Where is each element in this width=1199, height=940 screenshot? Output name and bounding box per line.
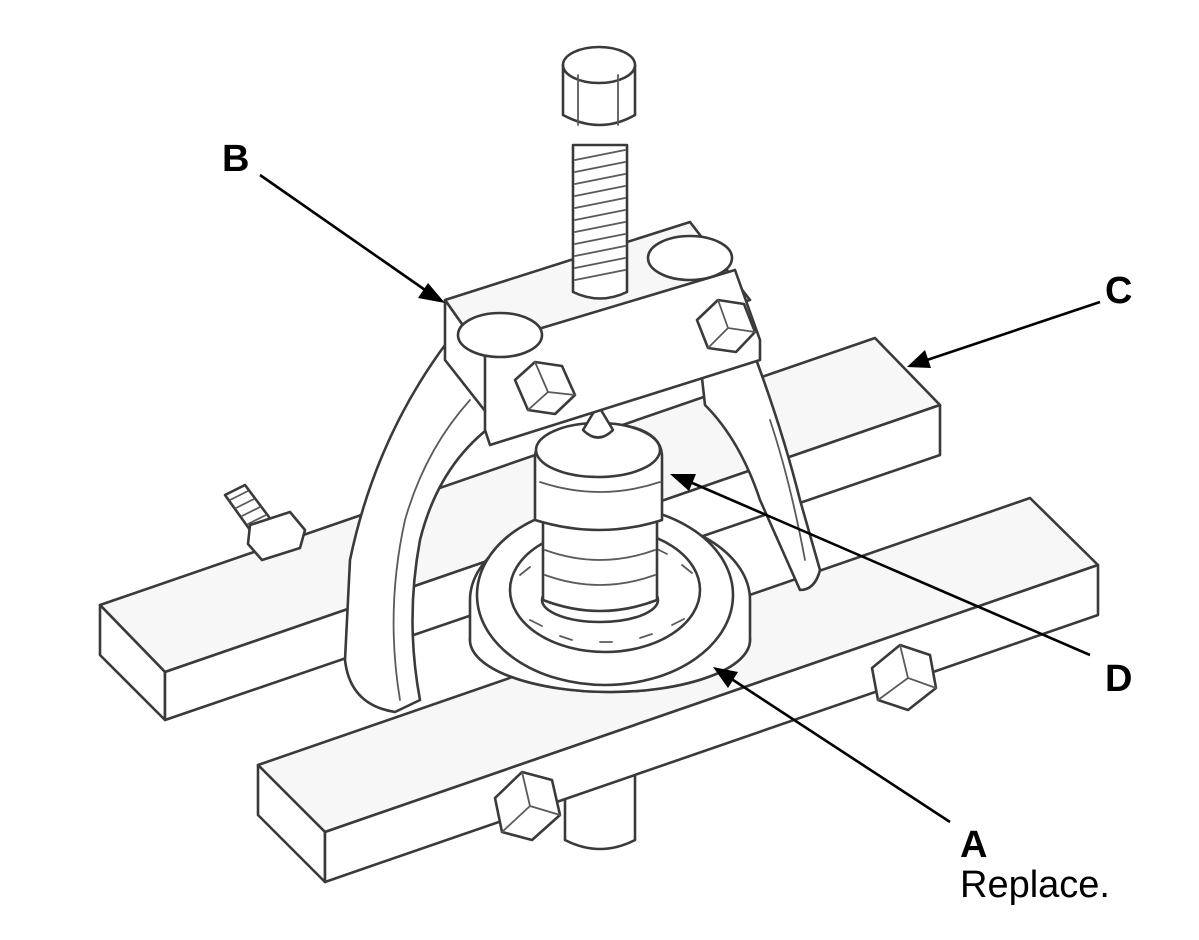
callout-label-d: D [1105, 658, 1133, 700]
callout-note-a: Replace. [960, 864, 1110, 906]
callout-label-b: B [222, 138, 250, 180]
crosshead-bolt-left [513, 360, 577, 416]
leader-c [907, 300, 1101, 368]
crosshead-bolt-right [695, 298, 757, 354]
front-nut-left [493, 770, 562, 842]
leader-d [670, 474, 1091, 657]
rear-bolt-left [223, 483, 307, 562]
callout-label-c: C [1105, 270, 1133, 312]
leader-a [713, 667, 951, 824]
forcing-screw [561, 45, 637, 300]
leader-b [259, 173, 445, 303]
shaft [533, 403, 664, 624]
callout-label-a: A [960, 824, 988, 866]
front-nut-right [870, 643, 938, 712]
